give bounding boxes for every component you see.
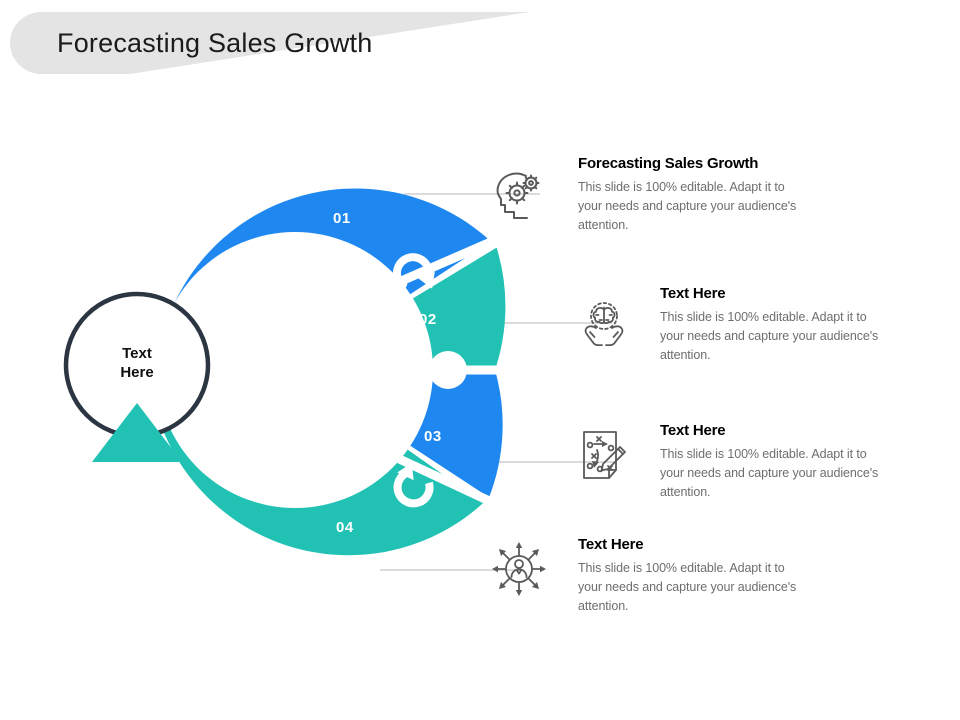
info-title-3: Text Here (660, 422, 726, 439)
segment-number-04: 04 (336, 519, 354, 536)
head-gears-icon (492, 168, 544, 229)
segment-02[interactable] (295, 247, 506, 370)
transition-arrow-1 (392, 253, 435, 292)
center-label-line1: Text (122, 345, 152, 362)
segment-01[interactable] (167, 188, 491, 370)
segment-number-01: 01 (333, 210, 351, 227)
segment-number-02: 02 (419, 311, 437, 328)
info-title-1: Forecasting Sales Growth (578, 155, 759, 172)
transition-arrow-2 (429, 351, 467, 389)
transition-arrow-3 (393, 462, 434, 508)
cycle-arrowhead (92, 403, 182, 462)
segment-dividers (328, 233, 512, 511)
ring-segments (160, 188, 506, 556)
center-label-line2: Here (120, 363, 154, 381)
info-body-3: This slide is 100% editable. Adapt it to… (660, 447, 879, 499)
segment-number-03: 03 (424, 428, 442, 445)
info-body-1: This slide is 100% editable. Adapt it to… (578, 180, 797, 232)
info-title-4: Text Here (578, 536, 644, 553)
strategy-playbook-icon (578, 428, 630, 489)
title-banner: Forecasting Sales Growth (10, 12, 530, 74)
person-expand-arrows-icon (490, 540, 548, 603)
segment-03[interactable] (295, 370, 503, 498)
center-label: Text Here (67, 345, 207, 383)
info-title-2: Text Here (660, 285, 726, 302)
brain-in-hands-icon (576, 296, 632, 357)
info-body-4: This slide is 100% editable. Adapt it to… (578, 561, 797, 613)
segment-04[interactable] (160, 370, 484, 556)
page-title: Forecasting Sales Growth (57, 28, 373, 58)
info-body-2: This slide is 100% editable. Adapt it to… (660, 310, 879, 362)
title-banner-shape (10, 12, 530, 74)
